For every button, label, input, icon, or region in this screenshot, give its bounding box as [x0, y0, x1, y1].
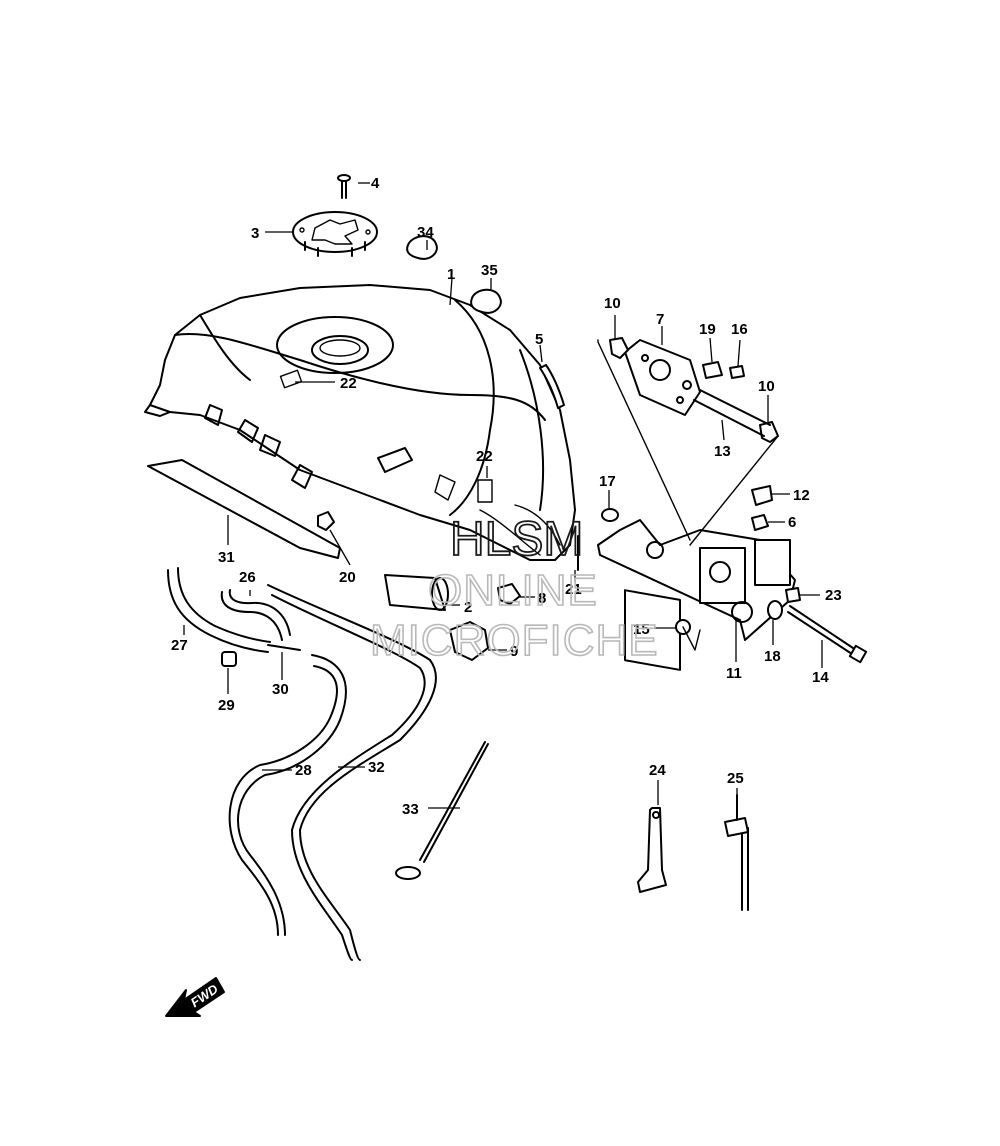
- callout-19: 19: [699, 321, 716, 338]
- cap-bolt: [337, 174, 351, 199]
- bracket-assembly-11: [597, 519, 796, 671]
- callout-21: 21: [565, 581, 582, 598]
- fuel-cap: [292, 211, 378, 257]
- watermark-line-1: HLSM: [450, 513, 583, 566]
- callout-33: 33: [402, 801, 419, 818]
- fuel-tank: [144, 284, 576, 561]
- callout-34: 34: [417, 224, 434, 241]
- callout-18: 18: [764, 648, 781, 665]
- bolt-16: [729, 365, 745, 379]
- callout-20: 20: [339, 569, 356, 586]
- cushion-20: [317, 511, 335, 531]
- callout-16: 16: [731, 321, 748, 338]
- callout-12: 12: [793, 487, 810, 504]
- washer-18: [767, 600, 783, 620]
- callout-6: 6: [788, 514, 796, 531]
- callout-22-lower: 22: [476, 448, 493, 465]
- callout-35: 35: [481, 262, 498, 279]
- forward-direction-arrow: FWD: [165, 977, 225, 1017]
- joint-29: [221, 651, 237, 667]
- bushing-10a: [609, 337, 629, 359]
- callout-11: 11: [726, 665, 742, 682]
- callout-25: 25: [727, 770, 744, 787]
- callout-1: 1: [447, 266, 455, 283]
- callout-8: 8: [538, 590, 546, 607]
- cushion-8: [497, 583, 521, 605]
- callout-15: 15: [633, 621, 650, 638]
- washer-17: [601, 508, 619, 522]
- bracket-9: [449, 621, 489, 661]
- callout-17: 17: [599, 473, 616, 490]
- callout-27: 27: [171, 637, 188, 654]
- leader-lines: [183, 182, 823, 809]
- watermark-line-3: MICROFICHE: [370, 616, 659, 665]
- callout-24: 24: [649, 762, 666, 779]
- callout-28: 28: [295, 762, 312, 779]
- hose-26: [220, 591, 283, 641]
- callout-2: 2: [464, 599, 472, 616]
- callout-10-lower: 10: [758, 378, 775, 395]
- sleeve-2: [384, 574, 449, 611]
- callout-29: 29: [218, 697, 235, 714]
- callout-3: 3: [251, 225, 259, 242]
- callout-32: 32: [368, 759, 385, 776]
- callout-22-upper: 22: [340, 375, 357, 392]
- callout-labels: 1 2 3 4 5 6 7 8 9 10 10 11 12 13 14 15 1…: [171, 175, 842, 818]
- callout-9: 9: [510, 643, 518, 660]
- seal-sheet-31: [147, 459, 341, 559]
- collar-19: [702, 361, 723, 379]
- cushion-34: [406, 235, 438, 260]
- bolt-14: [787, 605, 857, 655]
- callout-5: 5: [535, 331, 543, 348]
- callout-14: 14: [812, 669, 829, 686]
- callout-23: 23: [825, 587, 842, 604]
- callout-10-upper: 10: [604, 295, 621, 312]
- cushion-5: [539, 364, 565, 409]
- hose-28: [237, 654, 347, 936]
- hose-32: [267, 584, 437, 961]
- nut-23: [785, 587, 801, 603]
- plate-7: [624, 339, 701, 416]
- callout-30: 30: [272, 681, 289, 698]
- cushion-35: [470, 288, 502, 314]
- callout-13: 13: [714, 443, 731, 460]
- watermark-line-2: ONLINE: [428, 566, 598, 615]
- watermark: HLSM ONLINE MICROFICHE: [369, 512, 659, 666]
- strap-33: [419, 741, 489, 863]
- callout-4: 4: [371, 175, 380, 192]
- pin-13: [693, 389, 771, 437]
- callout-31: 31: [218, 549, 235, 566]
- clip-12: [751, 485, 773, 506]
- callout-7: 7: [656, 311, 664, 328]
- nut-6: [751, 514, 769, 531]
- hose-30: [267, 644, 301, 651]
- tie-25: [741, 827, 749, 911]
- clamp-24: [637, 807, 667, 893]
- callout-26: 26: [239, 569, 256, 586]
- hose-27: [167, 569, 269, 653]
